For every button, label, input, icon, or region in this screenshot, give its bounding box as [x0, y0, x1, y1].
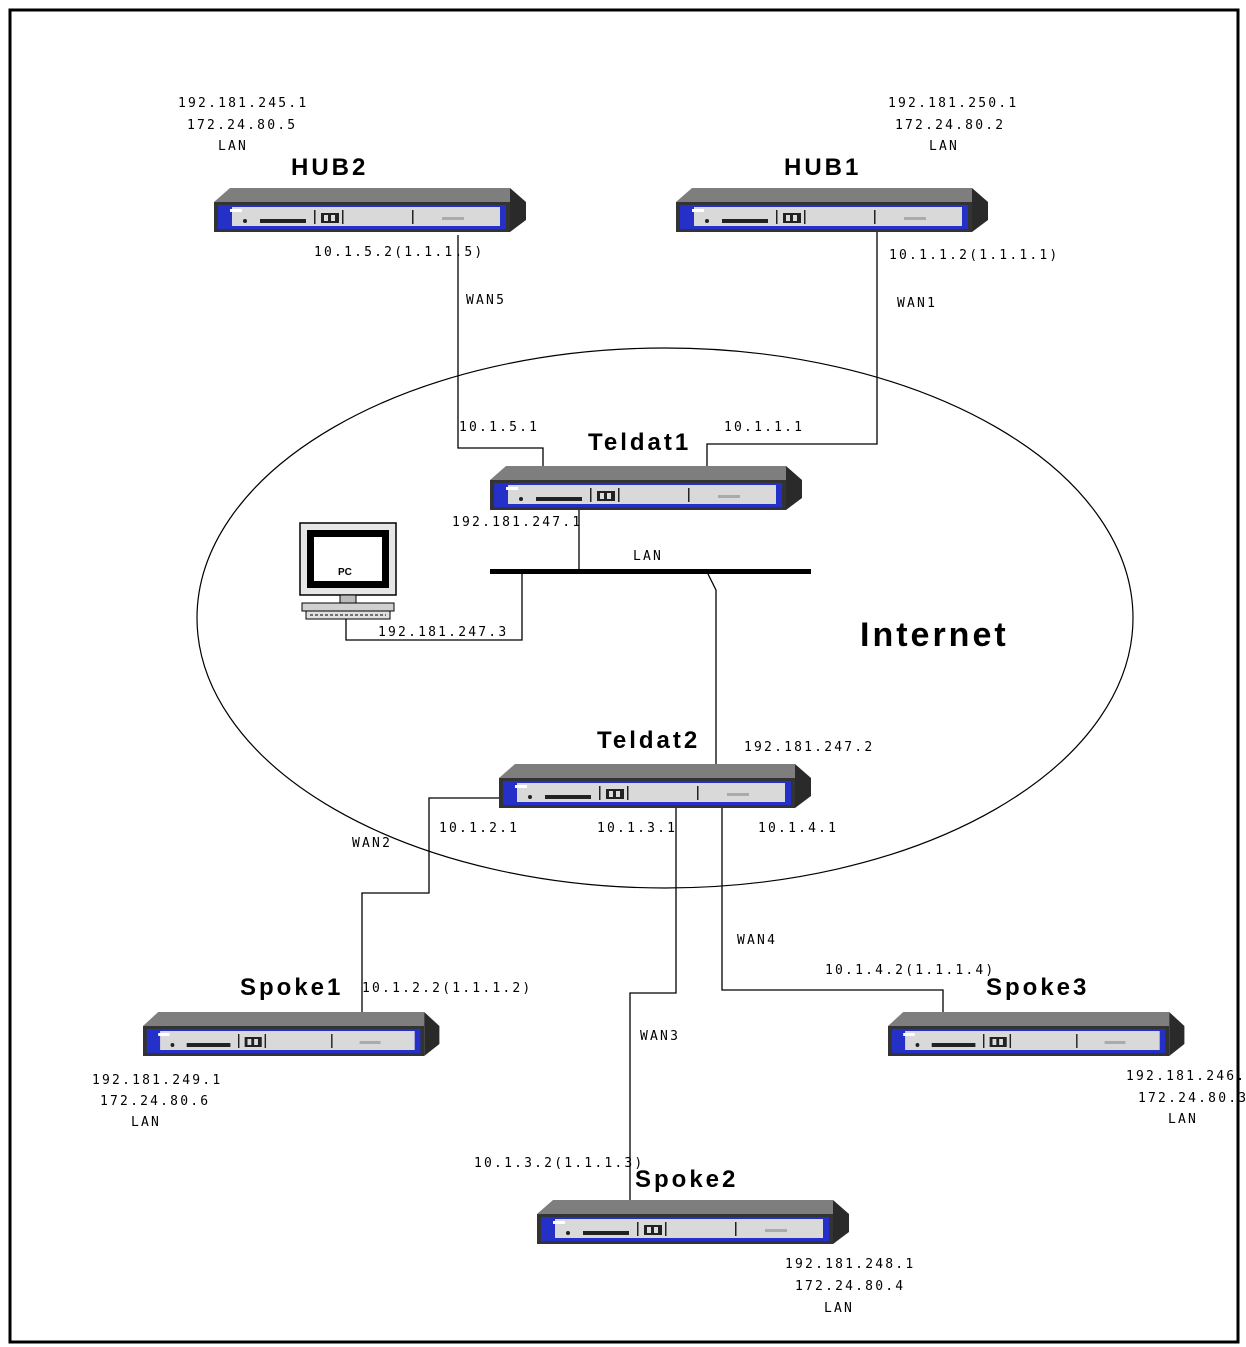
hub1-wan-ip: 10.1.1.2(1.1.1.1)	[889, 248, 1059, 263]
wan2-link	[361, 797, 502, 1012]
wan3-label: WAN3	[640, 1029, 680, 1044]
teldat2-lan-ip: 192.181.247.2	[744, 740, 874, 755]
spoke1-wan-ip: 10.1.2.2(1.1.1.2)	[362, 981, 532, 996]
teldat1-name: Teldat1	[588, 429, 691, 456]
spoke2-wan-ip: 10.1.3.2(1.1.1.3)	[474, 1156, 644, 1171]
spoke1-name: Spoke1	[240, 974, 343, 1001]
spoke3-router	[888, 1012, 1185, 1056]
spoke1-router	[143, 1012, 440, 1056]
teldat1-ip-left: 10.1.5.1	[459, 420, 539, 435]
hub2-wan-ip: 10.1.5.2(1.1.1.5)	[314, 245, 484, 260]
internet-cloud	[196, 347, 1134, 889]
spoke3-lan-ip1: 192.181.246.1	[1126, 1069, 1246, 1084]
spoke3-name: Spoke3	[986, 974, 1089, 1001]
hub2-router	[214, 188, 526, 232]
teldat2-ip-wan2: 10.1.2.1	[439, 821, 519, 836]
pc-label: PC	[338, 567, 352, 578]
spoke3-lan-label: LAN	[1168, 1112, 1198, 1127]
spoke2-router	[537, 1200, 849, 1244]
wan5-label: WAN5	[466, 293, 506, 308]
teldat2-router	[499, 764, 811, 808]
spoke2-lan-ip1: 192.181.248.1	[785, 1257, 915, 1272]
hub1-name: HUB1	[784, 154, 861, 181]
connection-lines	[345, 232, 944, 1200]
hub2-lan-ip1: 192.181.245.1	[178, 96, 308, 111]
teldat1-ip-right: 10.1.1.1	[724, 420, 804, 435]
wan1-link	[706, 232, 878, 466]
hub1-lan-ip2: 172.24.80.2	[895, 118, 1005, 133]
lan-bus-label: LAN	[633, 549, 663, 564]
spoke2-lan-ip2: 172.24.80.4	[795, 1279, 905, 1294]
teldat2-lan-link	[707, 573, 717, 768]
hub1-router	[676, 188, 988, 232]
hub1-lan-ip1: 192.181.250.1	[888, 96, 1018, 111]
hub1-lan-label: LAN	[929, 139, 959, 154]
teldat2-name: Teldat2	[597, 727, 700, 754]
spoke1-lan-label: LAN	[131, 1115, 161, 1130]
pc-lan-link	[345, 574, 523, 641]
spoke3-lan-ip2: 172.24.80.3	[1138, 1091, 1246, 1106]
teldat2-ip-wan3: 10.1.3.1	[597, 821, 677, 836]
wan4-link	[721, 806, 944, 1012]
wan3-link	[629, 806, 677, 1200]
hub2-name: HUB2	[291, 154, 368, 181]
spoke1-lan-ip1: 192.181.249.1	[92, 1073, 222, 1088]
lan-bus	[490, 569, 811, 574]
spoke2-name: Spoke2	[635, 1166, 738, 1193]
teldat1-lan-ip: 192.181.247.1	[452, 515, 582, 530]
teldat2-ip-wan4: 10.1.4.1	[758, 821, 838, 836]
wan1-label: WAN1	[897, 296, 937, 311]
hub2-lan-ip2: 172.24.80.5	[187, 118, 297, 133]
internet-label: Internet	[860, 616, 1009, 654]
wan2-label: WAN2	[352, 836, 392, 851]
hub2-lan-label: LAN	[218, 139, 248, 154]
wan4-label: WAN4	[737, 933, 777, 948]
spoke3-wan-ip: 10.1.4.2(1.1.1.4)	[825, 963, 995, 978]
teldat1-router	[490, 466, 802, 510]
diagram-frame	[8, 8, 1240, 1344]
spoke1-lan-ip2: 172.24.80.6	[100, 1094, 210, 1109]
spoke2-lan-label: LAN	[824, 1301, 854, 1316]
pc-ip: 192.181.247.3	[378, 625, 508, 640]
wan5-link	[457, 235, 544, 466]
